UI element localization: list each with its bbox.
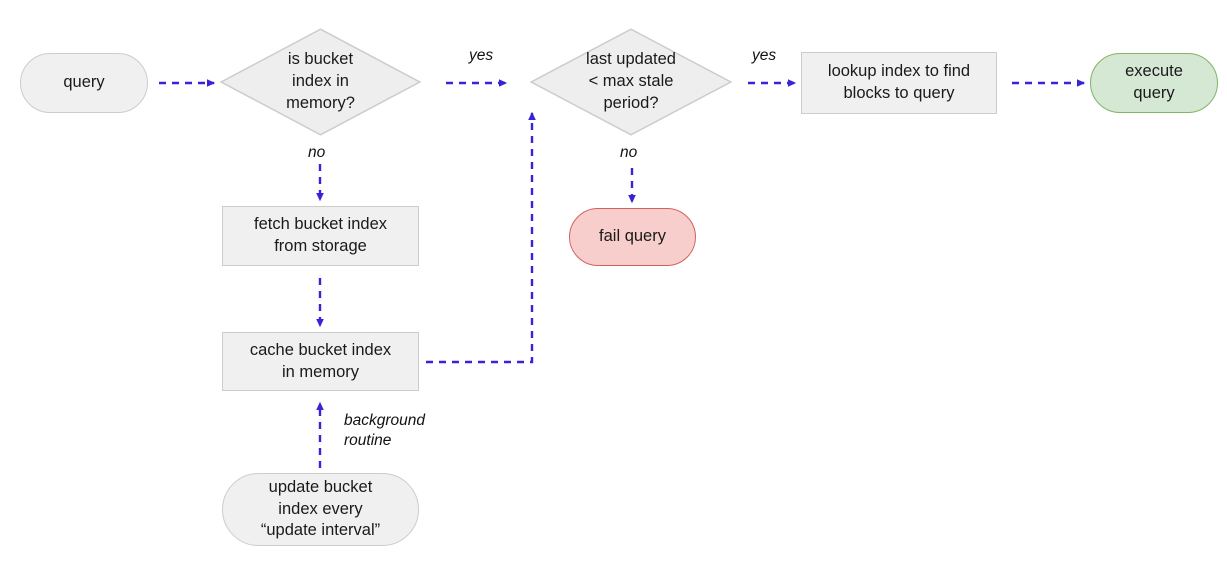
node-lookup-index-label: lookup index to find blocks to query <box>827 62 971 102</box>
diamond-shape <box>220 28 421 136</box>
edge-label-memory-no: no <box>308 144 326 161</box>
edge-label-stale-no: no <box>620 144 638 161</box>
edge-label-background-routine: background routine <box>344 412 426 450</box>
node-update-bucket-index[interactable]: update bucket index every “update interv… <box>222 473 419 546</box>
node-query-label: query <box>63 73 105 92</box>
edge-cache-to-stale-check <box>426 111 536 364</box>
diamond-shape <box>530 28 732 136</box>
edge-label-stale-yes: yes <box>752 47 777 64</box>
node-update-bucket-index-label: update bucket index every “update interv… <box>260 477 381 540</box>
node-fetch-bucket-index-label: fetch bucket index from storage <box>254 215 387 255</box>
node-execute-query[interactable]: execute query <box>1090 53 1218 113</box>
node-fail-query-label: fail query <box>599 227 666 246</box>
node-is-bucket-index-in-memory-label: is bucket index in memory? <box>286 50 355 112</box>
node-fail-query[interactable]: fail query <box>569 208 696 266</box>
node-execute-query-label: execute query <box>1125 62 1183 102</box>
node-is-bucket-index-in-memory[interactable]: is bucket index in memory? <box>220 28 421 136</box>
node-lookup-index[interactable]: lookup index to find blocks to query <box>801 52 997 114</box>
node-last-updated-max-stale-period[interactable]: last updated < max stale period? <box>530 28 732 136</box>
node-cache-bucket-index-label: cache bucket index in memory <box>249 340 392 381</box>
node-last-updated-max-stale-period-label: last updated < max stale period? <box>586 50 676 112</box>
node-query[interactable]: query <box>20 53 148 113</box>
node-fetch-bucket-index[interactable]: fetch bucket index from storage <box>222 206 419 266</box>
edge-label-memory-yes: yes <box>469 47 494 64</box>
node-cache-bucket-index[interactable]: cache bucket index in memory <box>222 332 419 391</box>
